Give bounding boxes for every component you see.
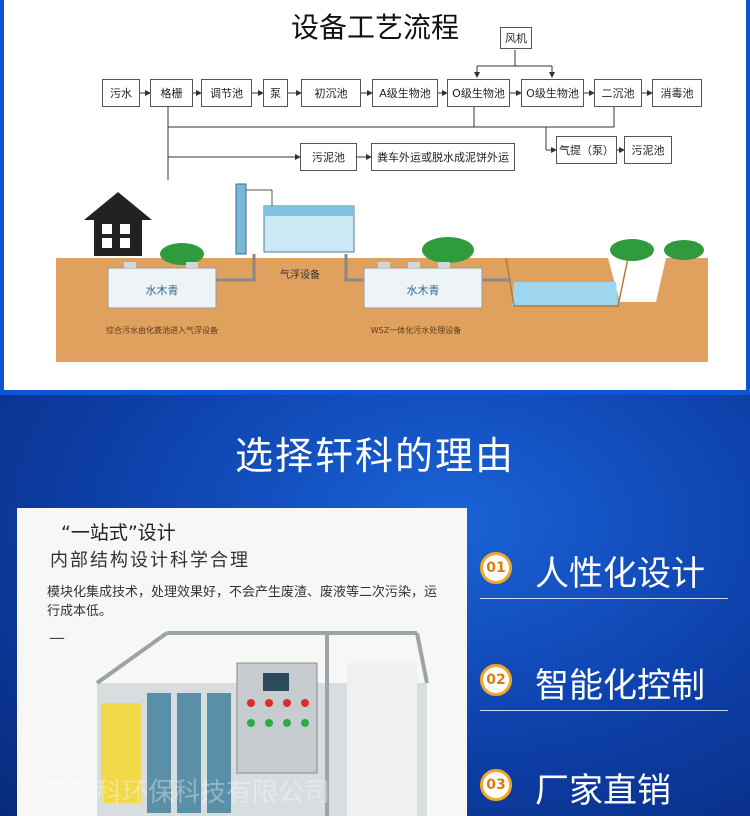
flotation-unit: [235, 183, 355, 255]
reason-divider-1: [480, 598, 728, 599]
reasons-title: 选择轩科的理由: [234, 434, 515, 478]
flow-box-a-tank: A级生物池: [372, 79, 438, 107]
tank-2-label: 水木青: [407, 284, 440, 297]
tank-1-label: 水木青: [146, 284, 179, 297]
flow-box-grille: 格栅: [150, 79, 193, 107]
reason-number-2: 02: [480, 664, 512, 696]
reason-divider-2: [480, 710, 728, 711]
flow-box-regulating: 调节池: [201, 79, 252, 107]
flow-box-o-tank-2: O级生物池: [521, 79, 584, 107]
tank-1: [107, 267, 217, 309]
flow-connectors: [140, 50, 653, 180]
flow-box-primary: 初沉池: [301, 79, 361, 107]
reason-number-3: 03: [480, 769, 512, 801]
flow-box-fan: 风机: [500, 27, 532, 49]
process-section: 设备工艺流程: [0, 0, 750, 395]
ditch-water: [512, 282, 618, 306]
reason-item-1: 01 人性化设计: [480, 540, 740, 600]
company-watermark: 南京轩科环保科技有限公司: [18, 778, 331, 808]
process-panel: 设备工艺流程: [4, 0, 746, 390]
card-dash: —: [49, 628, 65, 647]
feature-card: “一站式”设计 内部结构设计科学合理 模块化集成技术，处理效果好，不会产生废渣、…: [17, 508, 467, 816]
treatment-scene: 水木青 水木青 气浮设备 综合污水由化粪池进入气浮设备 WSZ一体化污水处理设备: [56, 183, 708, 362]
flow-box-secondary: 二沉池: [594, 79, 642, 107]
reason-number-1: 01: [480, 552, 512, 584]
bush-group: [160, 237, 704, 265]
flow-box-o-tank-1: O级生物池: [447, 79, 510, 107]
equipment-image: [95, 631, 429, 816]
card-description: 模块化集成技术，处理效果好，不会产生废渣、废液等二次污染，运行成本低。: [47, 585, 438, 619]
card-subheading: 内部结构设计科学合理: [50, 550, 250, 571]
flotation-label: 气浮设备: [280, 268, 320, 281]
flow-box-air-lift: 气提（泵）: [556, 136, 617, 164]
flow-box-pump: 泵: [263, 79, 288, 107]
flow-box-sewage: 污水: [102, 79, 140, 107]
reasons-section: 选择轩科的理由 “一站式”设计 内部结构设计科学合理 模块化集成技术，处理效果好…: [0, 395, 750, 816]
flow-box-transport: 粪车外运或脱水成泥饼外运: [371, 143, 515, 171]
reason-item-2: 02 智能化控制: [480, 652, 740, 712]
reason-label-3: 厂家直销: [535, 771, 671, 811]
reason-label-1: 人性化设计: [535, 554, 705, 594]
card-heading: “一站式”设计: [61, 522, 176, 544]
tank-2: [363, 267, 483, 309]
reason-item-3: 03 厂家直销: [480, 757, 740, 816]
flow-box-sludge-tank-2: 污泥池: [624, 136, 672, 164]
scene-caption-1: 综合污水由化粪池进入气浮设备: [106, 325, 218, 335]
house-icon: [84, 192, 152, 256]
process-title: 设备工艺流程: [290, 11, 459, 44]
flow-box-sludge-tank: 污泥池: [300, 143, 357, 171]
flow-box-disinfect: 消毒池: [652, 79, 702, 107]
scene-caption-2: WSZ一体化污水处理设备: [371, 325, 461, 335]
reason-label-2: 智能化控制: [535, 666, 705, 706]
